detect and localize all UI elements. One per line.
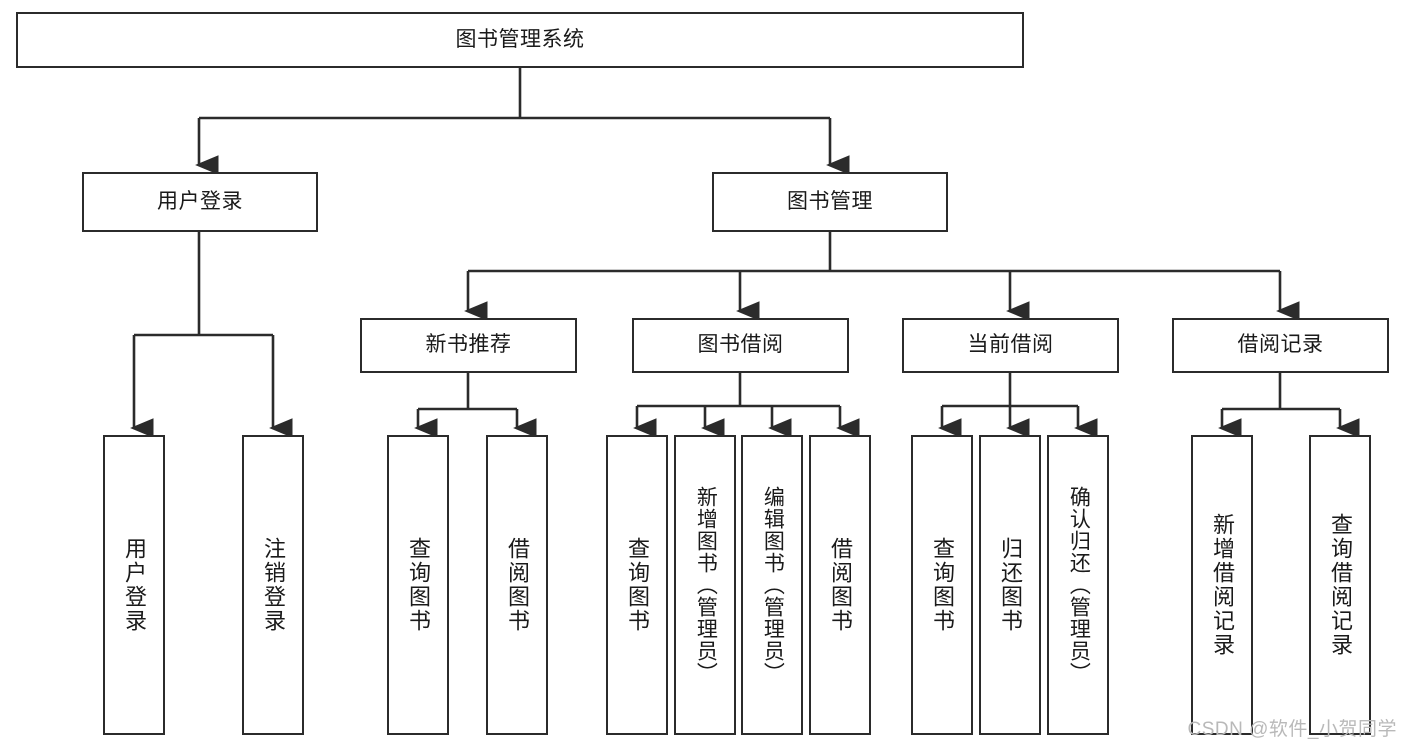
leaf-record-add-record[interactable]: 新增借阅记录 (1191, 435, 1253, 735)
leaf-current-return-book-label: 归还图书 (997, 537, 1023, 633)
node-user-login[interactable]: 用户登录 (82, 172, 318, 232)
node-borrow-record[interactable]: 借阅记录 (1172, 318, 1389, 373)
node-book-management-label: 图书管理 (787, 189, 873, 213)
node-user-login-label: 用户登录 (157, 189, 243, 213)
node-root-label: 图书管理系统 (455, 27, 585, 51)
leaf-current-query-book-label: 查询图书 (929, 537, 955, 633)
node-book-management[interactable]: 图书管理 (712, 172, 948, 232)
leaf-recommend-query-book-label: 查询图书 (405, 537, 431, 633)
leaf-current-confirm-return-label: 确认归还（管理员） (1067, 486, 1091, 684)
leaf-borrow-edit-book-label: 编辑图书（管理员） (761, 486, 785, 684)
leaf-recommend-query-book[interactable]: 查询图书 (387, 435, 449, 735)
leaf-current-confirm-return[interactable]: 确认归还（管理员） (1047, 435, 1109, 735)
leaf-user-login-login-label: 用户登录 (121, 537, 147, 633)
leaf-borrow-add-book-label: 新增图书（管理员） (694, 486, 718, 684)
node-root[interactable]: 图书管理系统 (16, 12, 1024, 68)
leaf-borrow-edit-book[interactable]: 编辑图书（管理员） (741, 435, 803, 735)
node-new-book-recommend-label: 新书推荐 (425, 333, 512, 357)
leaf-borrow-borrow-book[interactable]: 借阅图书 (809, 435, 871, 735)
leaf-record-add-record-label: 新增借阅记录 (1209, 513, 1235, 657)
leaf-record-query-record[interactable]: 查询借阅记录 (1309, 435, 1371, 735)
node-book-borrow-label: 图书借阅 (697, 333, 784, 357)
leaf-recommend-borrow-book[interactable]: 借阅图书 (486, 435, 548, 735)
leaf-borrow-add-book[interactable]: 新增图书（管理员） (674, 435, 736, 735)
leaf-recommend-borrow-book-label: 借阅图书 (504, 537, 530, 633)
leaf-borrow-query-book-label: 查询图书 (624, 537, 650, 633)
leaf-current-return-book[interactable]: 归还图书 (979, 435, 1041, 735)
leaf-user-login-login[interactable]: 用户登录 (103, 435, 165, 735)
leaf-user-login-logout-label: 注销登录 (260, 537, 286, 633)
watermark: CSDN @软件_小贺同学 (1187, 719, 1397, 740)
leaf-current-query-book[interactable]: 查询图书 (911, 435, 973, 735)
node-borrow-record-label: 借阅记录 (1237, 333, 1324, 357)
leaf-borrow-borrow-book-label: 借阅图书 (827, 537, 853, 633)
node-book-borrow[interactable]: 图书借阅 (632, 318, 849, 373)
leaf-user-login-logout[interactable]: 注销登录 (242, 435, 304, 735)
node-new-book-recommend[interactable]: 新书推荐 (360, 318, 577, 373)
node-current-borrow-label: 当前借阅 (967, 333, 1054, 357)
leaf-borrow-query-book[interactable]: 查询图书 (606, 435, 668, 735)
leaf-record-query-record-label: 查询借阅记录 (1327, 513, 1353, 657)
node-current-borrow[interactable]: 当前借阅 (902, 318, 1119, 373)
